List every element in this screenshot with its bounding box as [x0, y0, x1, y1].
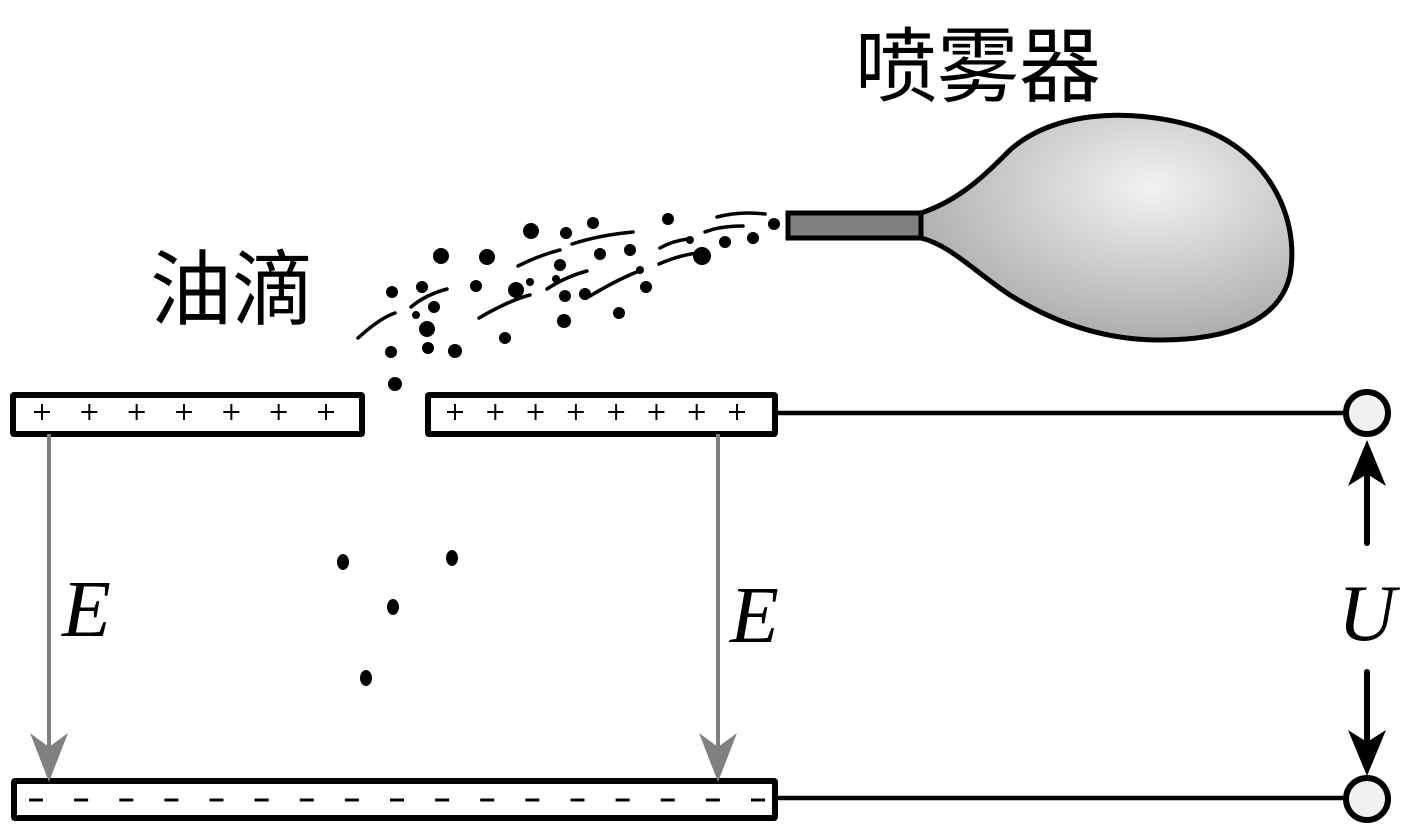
plus-sign-icon	[648, 404, 665, 420]
oil-droplet	[552, 275, 560, 283]
spray-droplets	[385, 213, 780, 391]
spray-streak	[703, 224, 745, 234]
oil-droplet	[613, 307, 625, 319]
plus-sign-icon	[688, 404, 705, 420]
oil-drops-label: 油滴	[150, 243, 314, 338]
oil-droplet	[719, 236, 731, 248]
top-right-plate-charges	[447, 404, 745, 420]
oil-droplet	[385, 346, 397, 358]
oil-droplet	[470, 280, 482, 292]
spray-streak	[545, 269, 589, 291]
plus-sign-icon	[608, 404, 625, 420]
plus-sign-icon	[318, 404, 334, 420]
field-arrow-left	[30, 434, 68, 782]
top-right-plate	[425, 392, 778, 437]
oil-droplet	[433, 248, 449, 264]
arrowhead-field-right-icon	[699, 733, 737, 782]
top-terminal	[1343, 389, 1391, 437]
atomizer-label: 喷雾器	[855, 20, 1101, 115]
oil-droplet	[624, 244, 636, 256]
oil-droplet	[747, 232, 759, 244]
oil-droplet	[560, 227, 572, 239]
oil-droplet	[693, 247, 711, 265]
field-droplets	[337, 550, 458, 686]
spray-streak	[658, 237, 690, 250]
oil-droplet	[388, 377, 402, 391]
oil-droplet	[337, 554, 349, 570]
plus-sign-icon	[81, 404, 98, 420]
oil-droplet	[479, 249, 495, 265]
voltage-arrow-up	[1348, 440, 1386, 546]
oil-droplet	[554, 259, 566, 271]
field-label-left: E	[61, 566, 111, 654]
spray-streak	[356, 311, 397, 340]
plus-sign-icon	[270, 404, 287, 420]
atomizer	[785, 112, 1295, 343]
plus-sign-icon	[223, 404, 240, 420]
oil-droplet	[446, 550, 458, 566]
oil-droplet	[386, 286, 398, 298]
voltage-label: U	[1338, 570, 1401, 658]
field-label-right: E	[729, 572, 779, 660]
plus-sign-icon	[487, 404, 504, 420]
spray-streak	[409, 287, 449, 309]
bottom-plate	[11, 778, 778, 821]
voltage-arrow-down	[1348, 669, 1386, 776]
top-left-plate	[10, 392, 365, 437]
arrowhead-up-icon	[1348, 440, 1386, 486]
bottom-terminal	[1343, 775, 1391, 823]
oil-droplet	[508, 282, 524, 298]
oil-droplet	[448, 344, 462, 358]
oil-droplet	[579, 288, 591, 300]
plus-sign-icon	[128, 404, 145, 420]
arrowhead-down-icon	[1348, 730, 1386, 776]
top-left-plate-charges	[34, 404, 334, 420]
plus-sign-icon	[176, 404, 192, 420]
oil-droplet	[594, 248, 606, 260]
oil-droplet	[640, 281, 652, 293]
oil-droplet	[636, 266, 644, 274]
oil-droplet	[416, 281, 428, 293]
spray-streak	[588, 268, 644, 298]
plus-sign-icon	[729, 404, 745, 420]
spray-streak	[516, 248, 562, 268]
oil-droplet	[428, 301, 440, 313]
arrowhead-field-left-icon	[30, 733, 68, 782]
oil-droplet	[412, 311, 420, 319]
oil-droplet	[686, 236, 694, 244]
plus-sign-icon	[447, 404, 463, 420]
plus-sign-icon	[527, 404, 544, 420]
oil-droplet	[559, 290, 571, 302]
oil-droplet	[499, 332, 511, 344]
top-right-plate-body	[425, 392, 778, 437]
spray-streaks	[356, 211, 767, 340]
oil-droplet	[662, 213, 674, 225]
oil-droplet	[768, 218, 780, 230]
oil-droplet	[557, 314, 571, 328]
oil-droplet	[419, 321, 435, 337]
atomizer-bulb	[918, 112, 1295, 343]
top-left-plate-body	[10, 392, 365, 437]
oil-droplet	[387, 599, 399, 615]
oil-droplet	[526, 278, 534, 286]
plus-sign-icon	[567, 404, 584, 420]
oil-droplet	[360, 670, 372, 686]
spray-streak	[477, 293, 532, 320]
spray-streak	[570, 230, 635, 246]
oil-droplet	[422, 342, 434, 354]
oil-droplet	[523, 223, 539, 239]
atomizer-nozzle	[785, 210, 924, 241]
field-arrow-right	[699, 434, 737, 782]
plus-sign-icon	[34, 404, 50, 420]
oil-droplet	[587, 217, 599, 229]
spray-streak	[715, 211, 767, 219]
